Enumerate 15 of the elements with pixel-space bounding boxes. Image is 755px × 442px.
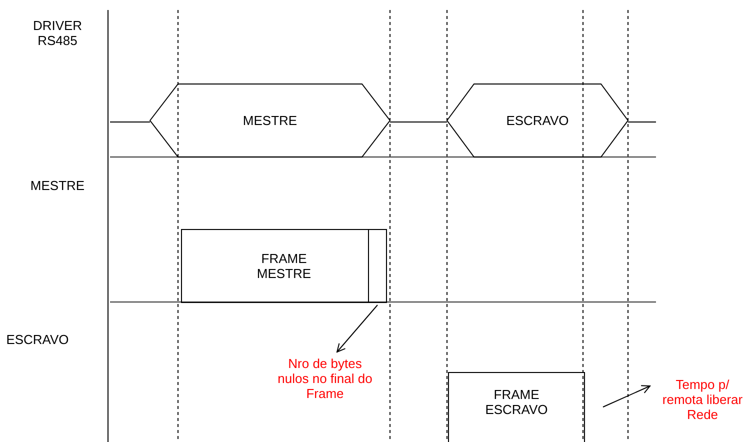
signal-label: MESTRE — [242, 113, 298, 128]
annotation-label: Tempo p/ remota liberar Rede — [661, 376, 744, 422]
bus-signal-hexagon — [447, 84, 628, 157]
row-label: MESTRE — [29, 178, 86, 193]
row-label: ESCRAVO — [5, 332, 70, 347]
row-label: DRIVER RS485 — [32, 18, 84, 48]
frame-label: FRAME ESCRAVO — [484, 387, 549, 417]
frame-label: FRAME MESTRE — [256, 251, 312, 281]
bus-signal-hexagon — [150, 84, 390, 157]
arrow — [602, 385, 650, 408]
signal-label: ESCRAVO — [506, 113, 569, 128]
frame-box — [181, 229, 387, 303]
leader-line — [336, 304, 378, 352]
annotation-label: Nro de bytes nulos no final do Frame — [278, 356, 372, 400]
frame-box — [448, 372, 585, 442]
